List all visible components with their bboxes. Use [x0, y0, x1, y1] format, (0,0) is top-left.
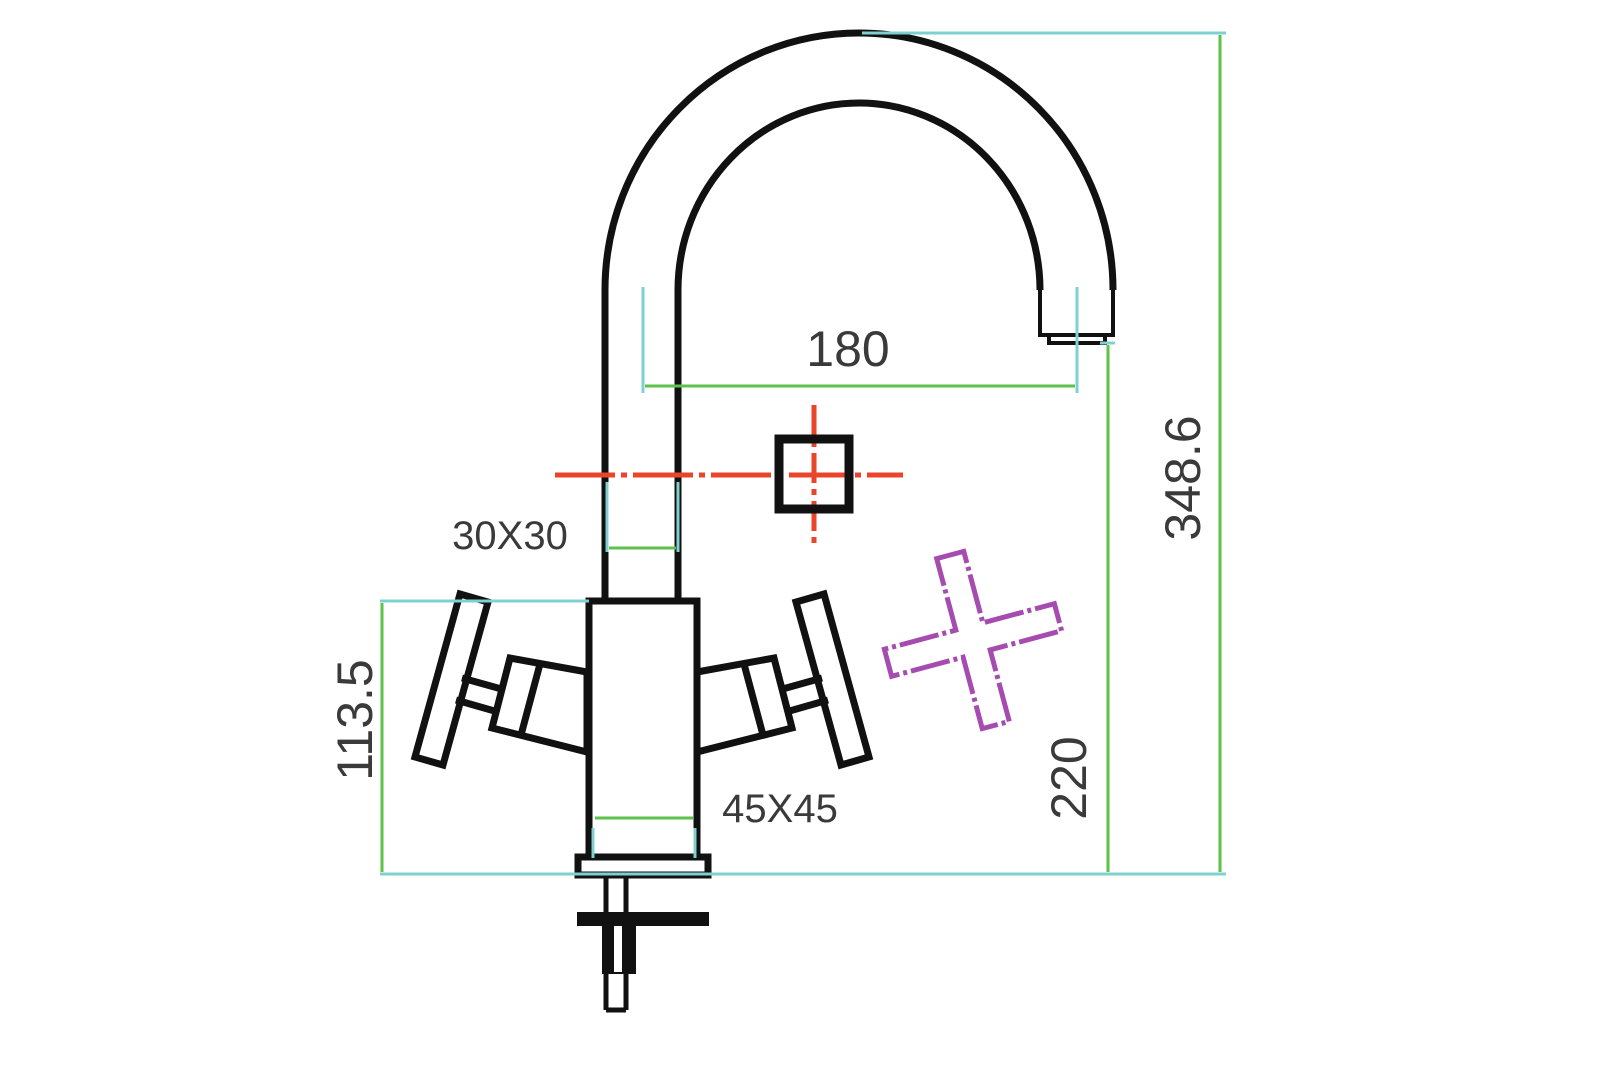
left-handle: [410, 589, 591, 770]
total-height-label: 348.6: [1155, 415, 1211, 540]
dimension-lines: [380, 31, 1226, 876]
body-section-label: 45X45: [722, 787, 838, 831]
spout-section-label: 30X30: [452, 514, 568, 558]
handle-cross-profile: [881, 548, 1065, 732]
spout: [601, 29, 1117, 600]
reach-dimension-label: 180: [806, 321, 889, 377]
outlet-height-label: 220: [1041, 736, 1097, 819]
spout-section-marker: [555, 405, 903, 545]
body-height-label: 113.5: [327, 659, 383, 780]
right-handle: [693, 589, 874, 770]
faucet-body: [574, 597, 712, 1013]
